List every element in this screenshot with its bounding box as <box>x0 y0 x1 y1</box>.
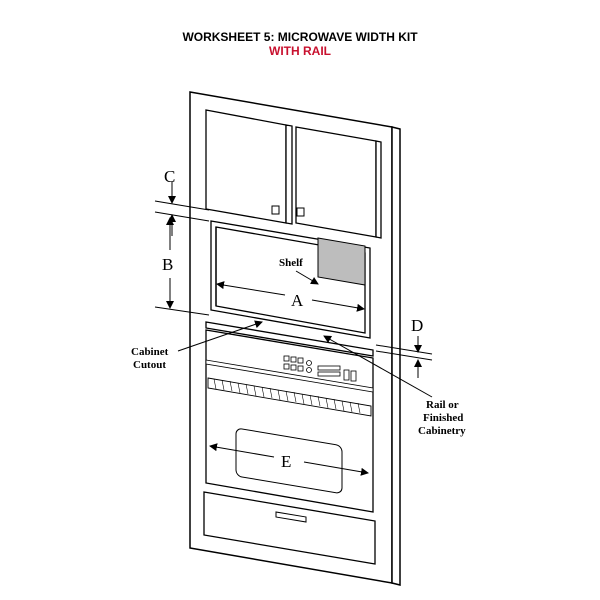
cutout-leader <box>177 320 263 352</box>
dimension-a <box>216 281 365 312</box>
label-cabinet-cutout-1: Cabinet <box>131 346 169 358</box>
label-e: E <box>281 452 291 471</box>
label-a: A <box>291 291 304 310</box>
cabinet-cutout <box>210 220 371 339</box>
warming-drawer <box>203 491 376 565</box>
label-rail-2: Finished <box>423 412 463 424</box>
label-b: B <box>162 255 173 274</box>
dimension-e <box>209 443 369 476</box>
label-rail-3: Cabinetry <box>418 425 466 437</box>
shelf-leader <box>295 270 319 285</box>
label-shelf: Shelf <box>279 257 303 269</box>
label-c: C <box>164 167 175 186</box>
wall-oven <box>203 329 376 565</box>
worksheet-subtitle: WITH RAIL <box>269 44 331 58</box>
rail <box>205 321 374 357</box>
dimension-b <box>154 217 210 316</box>
upper-cabinet-doors <box>205 109 382 239</box>
dimension-c <box>154 182 210 236</box>
oven-window <box>235 428 343 494</box>
label-cabinet-cutout-2: Cutout <box>133 359 166 371</box>
dimension-d <box>375 336 433 378</box>
oven-controls <box>283 355 357 382</box>
drawer-handle <box>275 511 307 523</box>
label-d: D <box>411 316 423 335</box>
oven-vent <box>207 377 372 417</box>
worksheet-title: WORKSHEET 5: MICROWAVE WIDTH KIT <box>182 30 418 44</box>
rail-leader <box>323 335 433 398</box>
label-rail-1: Rail or <box>426 399 459 411</box>
